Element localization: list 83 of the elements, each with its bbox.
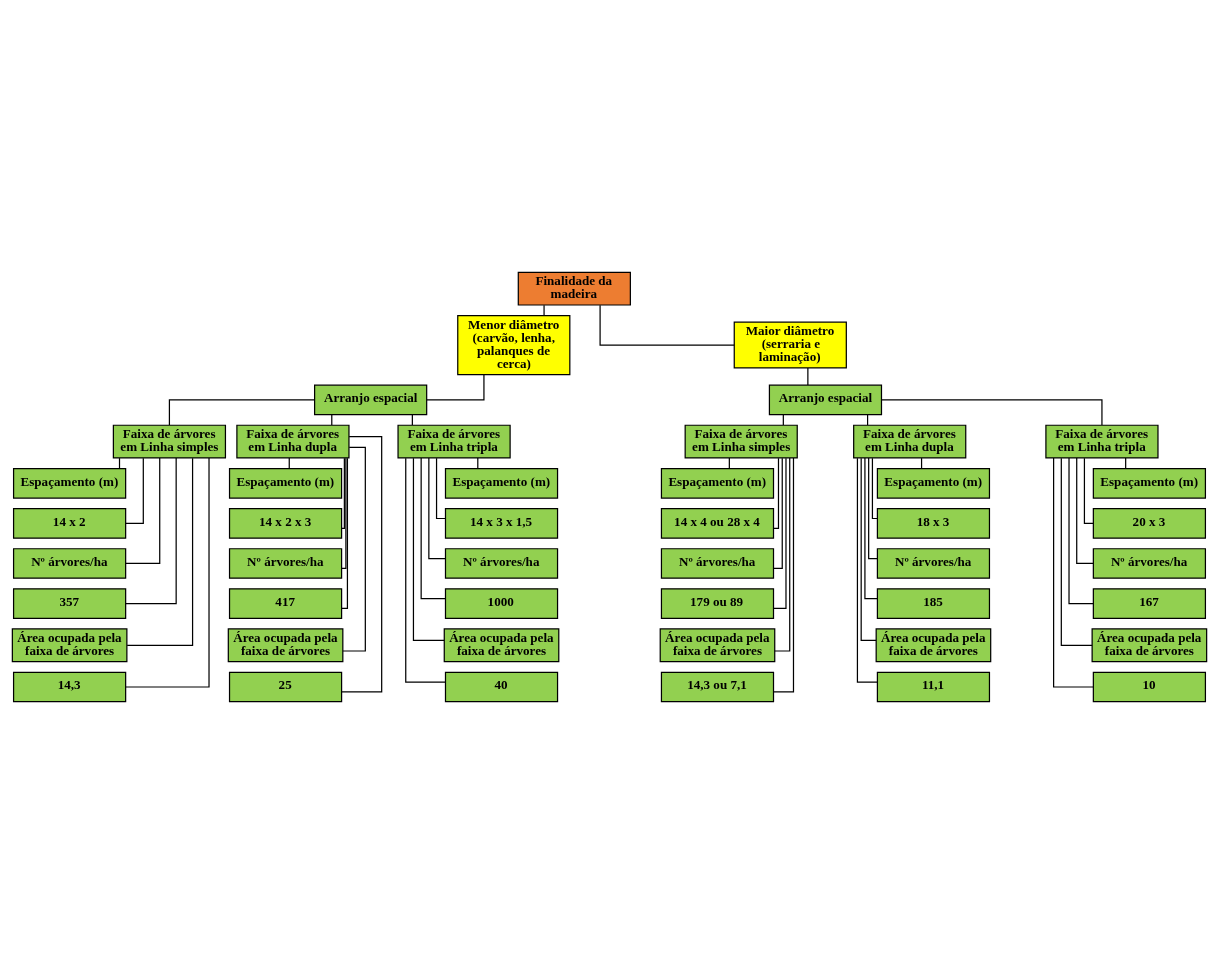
connector — [856, 457, 878, 683]
connector — [868, 457, 878, 560]
node-box: 25 — [228, 671, 343, 703]
node-box: Nº árvores/ha — [228, 548, 343, 579]
node-box: Espaçamento (m) — [1092, 467, 1207, 499]
node-box: 14 x 2 x 3 — [228, 508, 343, 539]
connector — [341, 457, 349, 610]
node-box: Arranjo espacial — [768, 384, 883, 416]
node-box: 18 x 3 — [876, 508, 991, 539]
connector — [864, 457, 878, 600]
node-box: Faixa de árvores em Linha tripla — [1045, 424, 1159, 459]
connector — [341, 436, 383, 693]
connector — [125, 457, 177, 605]
connector — [1076, 457, 1094, 565]
connector — [125, 457, 144, 524]
node-box: Nº árvores/ha — [444, 548, 559, 579]
connector — [1053, 457, 1094, 688]
node-box: Arranjo espacial — [314, 384, 428, 416]
connector — [341, 457, 347, 569]
node-box: 167 — [1092, 588, 1207, 619]
connector — [772, 457, 795, 693]
node-box: 417 — [228, 588, 343, 619]
connector — [426, 374, 485, 401]
connector — [1060, 457, 1093, 646]
connector — [420, 457, 447, 600]
node-box: 14 x 2 — [12, 508, 127, 539]
node-box: Maior diâmetro (serraria e laminação) — [733, 321, 847, 369]
connector — [860, 457, 877, 641]
connector — [405, 457, 446, 683]
connector — [168, 399, 316, 426]
node-box: Nº árvores/ha — [1092, 548, 1207, 579]
node-box: Área ocupada pela faixa de árvores — [443, 628, 560, 663]
connector — [543, 304, 545, 317]
connector — [1083, 457, 1094, 524]
node-box: Faixa de árvores em Linha dupla — [236, 424, 350, 459]
connector — [881, 399, 1103, 426]
node-box: Nº árvores/ha — [660, 548, 775, 579]
connector — [773, 457, 783, 569]
connector — [599, 304, 735, 346]
node-box: 14 x 4 ou 28 x 4 — [660, 508, 775, 539]
node-box: Espaçamento (m) — [228, 467, 343, 499]
node-box: Nº árvores/ha — [12, 548, 127, 579]
node-box: 185 — [876, 588, 991, 619]
node-box: Área ocupada pela faixa de árvores — [875, 628, 992, 663]
node-box: Área ocupada pela faixa de árvores — [11, 628, 128, 663]
connector — [125, 457, 161, 565]
connector — [774, 457, 791, 652]
connector — [341, 457, 345, 529]
node-box: Nº árvores/ha — [876, 548, 991, 579]
node-box: Área ocupada pela faixa de árvores — [659, 628, 776, 663]
connector — [412, 457, 445, 641]
connector — [773, 457, 787, 610]
node-box: 1000 — [444, 588, 559, 619]
connector — [435, 457, 446, 520]
node-box: Espaçamento (m) — [876, 467, 991, 499]
node-box: Faixa de árvores em Linha dupla — [853, 424, 967, 459]
node-box: 14,3 — [12, 671, 127, 703]
connector — [125, 457, 210, 688]
connector — [1068, 457, 1094, 605]
connector — [126, 457, 194, 646]
node-box: 179 ou 89 — [660, 588, 775, 619]
node-box: 11,1 — [876, 671, 991, 703]
node-box: Faixa de árvores em Linha simples — [112, 424, 227, 459]
connector — [428, 457, 446, 560]
connector — [773, 457, 780, 529]
node-box: 357 — [12, 588, 127, 619]
node-box: Área ocupada pela faixa de árvores — [227, 628, 344, 663]
node-box: Finalidade da madeira — [517, 271, 631, 306]
node-box: Faixa de árvores em Linha simples — [684, 424, 798, 459]
node-box: 20 x 3 — [1092, 508, 1207, 539]
node-box: 10 — [1092, 671, 1207, 703]
node-box: Espaçamento (m) — [444, 467, 559, 499]
connector — [807, 367, 809, 386]
node-box: 40 — [444, 671, 559, 703]
node-box: 14,3 ou 7,1 — [660, 671, 775, 703]
node-box: Área ocupada pela faixa de árvores — [1091, 628, 1208, 663]
node-box: Espaçamento (m) — [12, 467, 127, 499]
connector — [342, 446, 366, 652]
node-box: Menor diâmetro (carvão, lenha, palanques de cerca) — [457, 315, 571, 376]
connector — [871, 457, 878, 520]
node-box: Espaçamento (m) — [660, 467, 775, 499]
node-box: 14 x 3 x 1,5 — [444, 508, 559, 539]
node-box: Faixa de árvores em Linha tripla — [397, 424, 511, 459]
